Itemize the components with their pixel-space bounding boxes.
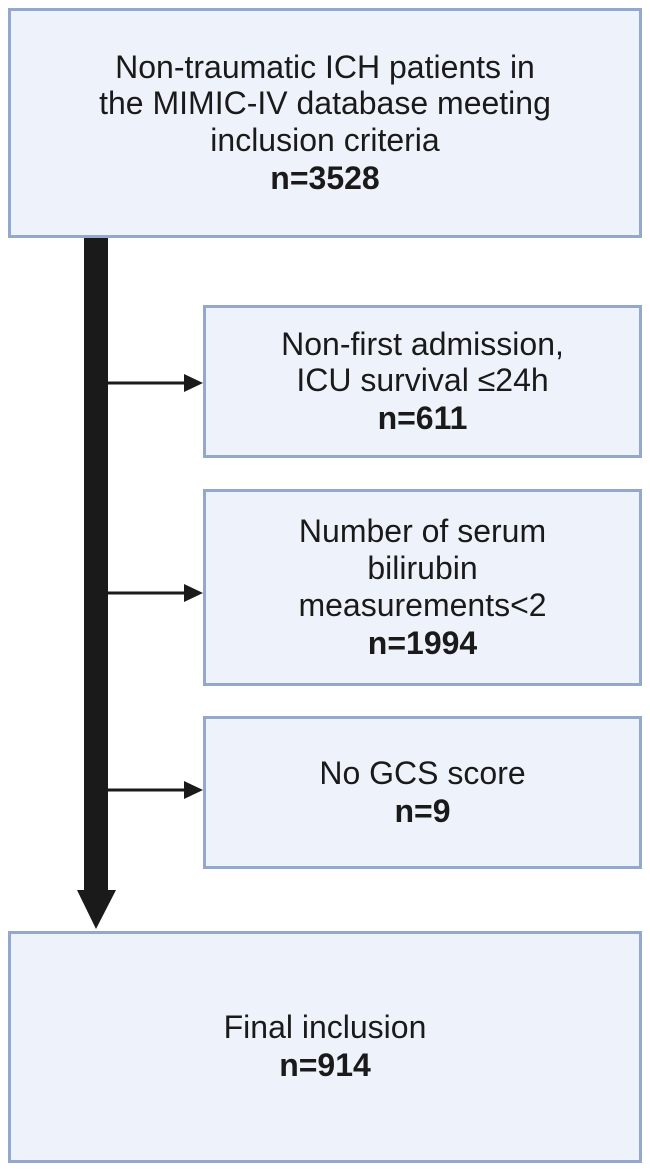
exclusion-arrow-2-head (184, 584, 203, 602)
exclusion-box-admission: Non-first admission, ICU survival ≤24h n… (203, 305, 642, 458)
exclusion-count-bilirubin: n=1994 (367, 624, 478, 661)
final-inclusion-label: Final inclusion (223, 1009, 427, 1046)
inclusion-label: Non-traumatic ICH patients in the MIMIC-… (99, 48, 551, 159)
inclusion-count: n=3528 (270, 160, 380, 196)
main-flow-shaft (84, 238, 108, 892)
exclusion-label-gcs: No GCS score (319, 754, 526, 791)
exclusion-arrow-3-head (184, 781, 203, 799)
exclusion-count-gcs: n=9 (394, 792, 451, 829)
exclusion-box-gcs: No GCS score n=9 (203, 716, 642, 869)
exclusion-label-bilirubin: Number of serum bilirubin measurements<2 (298, 513, 547, 623)
final-inclusion-count: n=914 (279, 1047, 371, 1084)
final-inclusion-box: Final inclusion n=914 (8, 931, 642, 1163)
inclusion-box: Non-traumatic ICH patients in the MIMIC-… (8, 8, 642, 238)
exclusion-label-admission: Non-first admission, ICU survival ≤24h (281, 325, 564, 399)
main-flow-arrowhead (77, 890, 116, 929)
exclusion-arrow-1-head (184, 374, 203, 392)
exclusion-count-admission: n=611 (377, 400, 468, 437)
exclusion-box-bilirubin: Number of serum bilirubin measurements<2… (203, 489, 642, 686)
